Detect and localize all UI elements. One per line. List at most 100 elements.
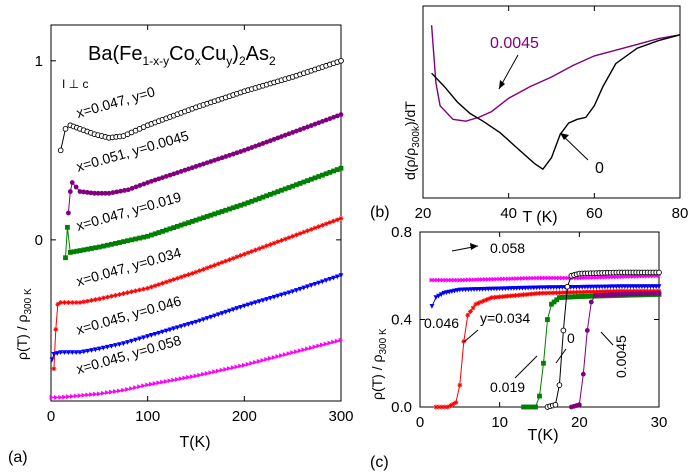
data-point <box>62 394 67 400</box>
data-point <box>327 220 333 225</box>
data-point <box>264 139 270 145</box>
data-point <box>312 121 318 127</box>
data-point <box>129 185 135 191</box>
panel-c-label-0.058: 0.058 <box>490 240 525 256</box>
data-point <box>117 292 122 297</box>
data-point <box>95 190 101 196</box>
data-point <box>148 381 154 387</box>
data-point <box>208 159 214 164</box>
data-point <box>290 130 296 135</box>
data-point <box>282 291 288 297</box>
data-point <box>334 113 340 119</box>
data-point <box>219 367 225 373</box>
data-point <box>256 358 262 364</box>
data-point <box>494 294 500 300</box>
data-point <box>312 344 318 350</box>
data-point <box>267 192 273 197</box>
data-point <box>271 355 277 360</box>
data-point <box>539 275 545 281</box>
data-point <box>156 176 162 182</box>
data-point <box>141 234 147 240</box>
data-point <box>197 268 203 274</box>
data-point <box>238 363 244 369</box>
data-point <box>478 299 484 305</box>
data-point <box>308 123 314 128</box>
data-point <box>457 277 463 283</box>
data-point <box>448 403 453 408</box>
panel-a-series-4 <box>49 273 344 363</box>
data-point <box>133 236 138 242</box>
data-point <box>508 276 514 282</box>
data-point <box>334 167 340 173</box>
data-point <box>77 300 83 305</box>
data-point <box>486 296 492 302</box>
data-point <box>633 288 639 294</box>
data-point <box>559 295 565 300</box>
data-point <box>89 348 94 353</box>
data-point <box>520 276 525 281</box>
data-point <box>588 275 594 281</box>
data-point <box>175 170 180 176</box>
data-point <box>491 276 497 282</box>
data-point <box>453 400 459 406</box>
data-point <box>219 155 225 161</box>
data-point <box>167 226 173 232</box>
panel-c-arrowhead-0.058 <box>470 243 478 250</box>
data-point <box>182 167 188 173</box>
data-point <box>275 239 281 245</box>
data-point <box>611 288 616 294</box>
data-point <box>316 343 322 349</box>
data-point <box>67 189 73 194</box>
data-point <box>521 292 526 298</box>
data-point <box>297 231 303 236</box>
data-point <box>533 404 538 410</box>
data-point <box>316 120 322 126</box>
panel-a-series-0 <box>57 57 344 154</box>
panel-a-series-2 <box>63 165 344 261</box>
panel-c-series-4 <box>544 269 662 410</box>
data-point <box>152 331 158 337</box>
data-point <box>500 276 505 282</box>
data-point <box>436 404 442 410</box>
data-point <box>73 393 79 399</box>
data-point <box>53 395 59 400</box>
data-point <box>129 289 134 295</box>
data-point <box>234 254 240 260</box>
data-point <box>545 275 551 281</box>
data-point <box>594 275 599 280</box>
data-point <box>554 297 560 303</box>
data-point <box>230 307 236 313</box>
data-point <box>316 224 322 230</box>
data-point <box>446 277 452 283</box>
data-point <box>557 290 562 296</box>
data-point <box>562 294 568 300</box>
data-point <box>175 223 180 229</box>
data-point <box>163 379 169 384</box>
data-point <box>58 350 64 356</box>
panel-c-arrow-0 <box>555 348 567 364</box>
data-point <box>201 371 206 377</box>
data-point <box>62 350 67 356</box>
data-point <box>121 239 126 245</box>
data-point <box>279 187 284 193</box>
data-point <box>256 142 262 148</box>
data-point <box>316 174 322 179</box>
panel-c-series-1 <box>429 284 662 309</box>
data-point <box>312 281 318 287</box>
data-point <box>227 366 232 371</box>
data-point <box>648 288 653 294</box>
data-point <box>167 327 173 333</box>
data-point <box>551 299 557 305</box>
x-tick-label: 60 <box>586 205 603 222</box>
data-point <box>175 275 180 281</box>
data-point <box>338 273 344 279</box>
data-point <box>545 290 551 296</box>
panel-c-ylabel: ρ(T) / ρ300 K <box>369 328 389 400</box>
data-point <box>565 294 571 300</box>
data-point <box>275 189 281 195</box>
data-point <box>588 299 594 305</box>
data-point <box>212 157 217 163</box>
